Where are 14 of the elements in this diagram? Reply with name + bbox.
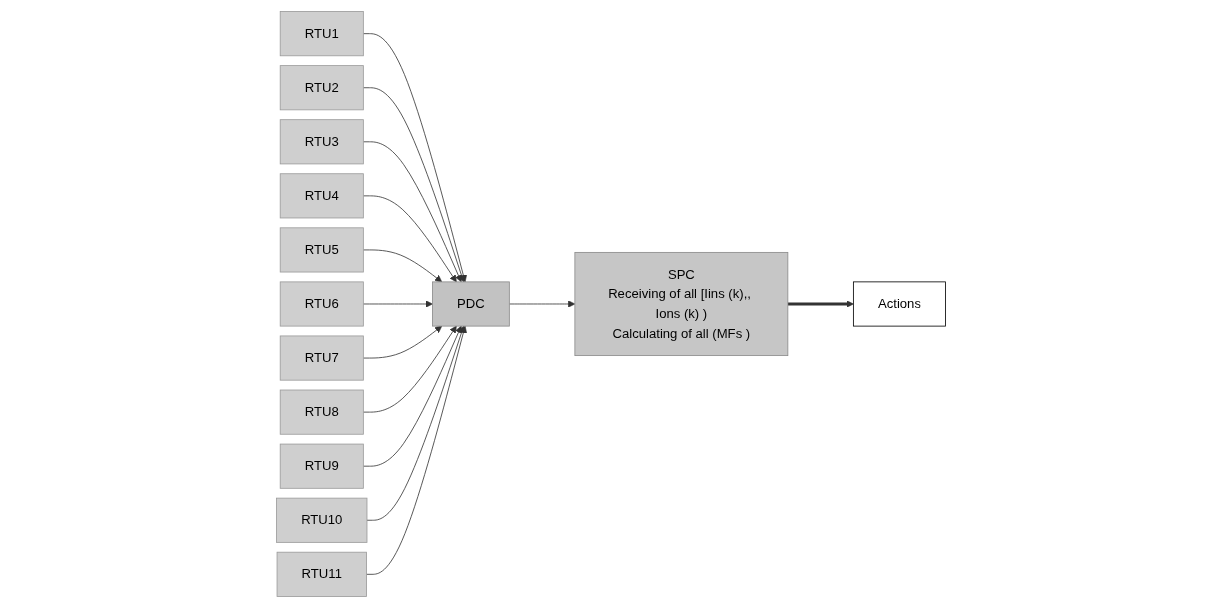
node-box: RTU7 — [280, 335, 365, 381]
node-box: RTU2 — [280, 65, 365, 111]
node-box: RTU1 — [280, 11, 365, 57]
node-box: RTU11 — [277, 551, 368, 597]
node-box: Actions — [853, 281, 947, 327]
node-box: RTU9 — [280, 443, 365, 489]
node-box: RTU5 — [280, 227, 365, 273]
node-box: RTU6 — [280, 281, 365, 327]
node-box: RTU3 — [280, 119, 365, 165]
node-box: SPC Receiving of all [Iins (k),, Ions (k) ) Calculating of all (MFs ) — [574, 252, 789, 356]
node-box: RTU10 — [276, 497, 368, 543]
node-box: RTU4 — [280, 173, 365, 219]
node-box: PDC — [432, 281, 511, 327]
node-box: RTU8 — [280, 389, 365, 435]
